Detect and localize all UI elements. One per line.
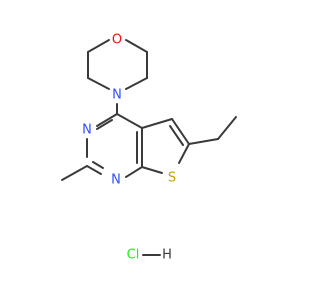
bond-s-c7a: [141, 166, 163, 174]
hydrogen-atom: H: [162, 248, 172, 263]
oxygen-atom: O: [112, 33, 122, 48]
sulfur-atom: S: [168, 171, 176, 186]
bond-c4-c4a: [116, 113, 143, 129]
bond-o-c1: [87, 39, 110, 53]
pyrimidine-nitrogen-n3-atom: N: [82, 123, 92, 138]
bond-c2-methyl: [61, 165, 88, 181]
bond-c3-n: [87, 77, 110, 90]
bond-n1-c7a: [125, 166, 143, 178]
pyrimidine-nitrogen-n1-atom: N: [111, 173, 121, 188]
bond-c5-c6-double-b: [169, 125, 184, 146]
molecule-canvas: O N N N S Cl H: [61, 33, 237, 263]
bond-c4a-c5: [141, 118, 173, 129]
bond-c2-n1-double-b: [92, 161, 104, 169]
chlorine-atom: Cl: [127, 248, 140, 263]
bond-c4-n: [125, 77, 148, 90]
bond-c6-s: [178, 143, 190, 164]
morpholine-nitrogen-atom: N: [112, 88, 122, 103]
bond-ch2-ch3: [217, 116, 237, 140]
bond-c6-ch2: [188, 138, 219, 145]
bond-o-c2: [125, 39, 148, 53]
morpholine-ring: [87, 39, 148, 90]
bond-c4-n3-double-a: [96, 113, 118, 127]
bond-c2-n1-double-a: [86, 165, 102, 175]
pyrimidine-ring: [86, 113, 143, 178]
bond-c5-c6-double-a: [171, 118, 190, 145]
thiophene-ring: [141, 118, 190, 174]
bond-c4-n3-double-b: [96, 119, 113, 130]
